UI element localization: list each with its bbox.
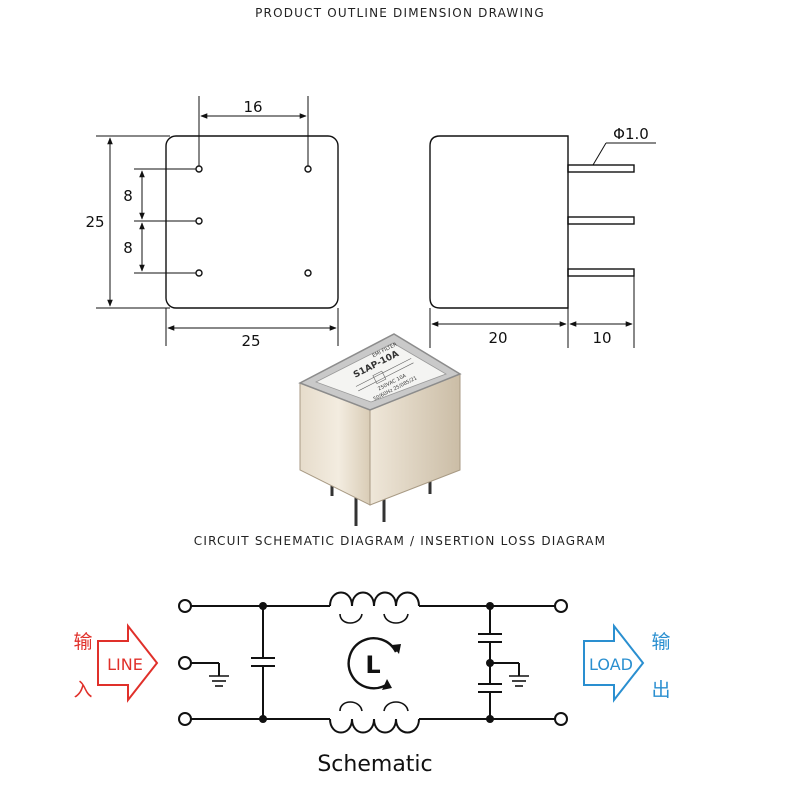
dim-bottom-width-label: 25 bbox=[241, 332, 260, 350]
side-pin bbox=[567, 164, 635, 173]
terminal bbox=[178, 599, 192, 613]
terminal bbox=[554, 712, 568, 726]
terminal bbox=[554, 599, 568, 613]
dim-pin-diameter-label: Φ1.0 bbox=[613, 125, 649, 143]
input-cn-top: 输 bbox=[73, 631, 92, 653]
side-dim-labels: Φ1.0 20 10 bbox=[488, 125, 648, 347]
dim-top-width-label: 16 bbox=[243, 98, 262, 116]
dim-pin-spacing-2-label: 8 bbox=[123, 239, 133, 257]
front-dimensions bbox=[96, 96, 339, 346]
input-cn-bottom: 入 bbox=[73, 679, 92, 701]
line-label: LINE bbox=[107, 655, 143, 674]
pin-hole bbox=[195, 269, 203, 277]
pin-hole bbox=[195, 217, 203, 225]
dim-height-label: 25 bbox=[85, 213, 104, 231]
junctions bbox=[259, 602, 494, 723]
output-cn-bottom: 出 bbox=[651, 679, 670, 701]
side-pin bbox=[567, 216, 635, 225]
dim-pin-spacing-1-label: 8 bbox=[123, 187, 133, 205]
outline-title: PRODUCT OUTLINE DIMENSION DRAWING bbox=[255, 6, 545, 20]
front-body-outline bbox=[165, 135, 339, 309]
output-cn-top: 输 bbox=[651, 631, 670, 653]
pin-hole bbox=[304, 165, 312, 173]
schematic-caption: Schematic bbox=[317, 752, 432, 777]
side-view bbox=[429, 135, 635, 309]
front-view bbox=[165, 135, 339, 309]
schematic-title: CIRCUIT SCHEMATIC DIAGRAM / INSERTION LO… bbox=[193, 534, 607, 548]
dim-pin-length-label: 10 bbox=[592, 329, 611, 347]
pin-hole bbox=[304, 269, 312, 277]
pin-hole bbox=[195, 165, 203, 173]
side-pin bbox=[567, 268, 635, 277]
line-input-arrow: LINE 输 入 bbox=[73, 623, 159, 703]
inductor-l-label: L bbox=[365, 651, 380, 679]
product-photo: EMI FILTER S1AP-10A 250VAC 10A 50/60Hz 2… bbox=[298, 333, 462, 526]
terminal bbox=[178, 656, 192, 670]
load-output-arrow: LOAD 输 出 bbox=[583, 623, 671, 703]
side-body-outline bbox=[429, 135, 569, 309]
inductor-top bbox=[329, 591, 420, 607]
side-dimensions bbox=[429, 142, 656, 348]
front-dim-labels: 16 25 8 8 25 bbox=[85, 98, 262, 350]
terminal bbox=[178, 712, 192, 726]
inductor-bottom bbox=[329, 718, 420, 734]
load-label: LOAD bbox=[589, 655, 633, 674]
inductor-symbol: L bbox=[347, 637, 401, 690]
dim-body-depth-label: 20 bbox=[488, 329, 507, 347]
